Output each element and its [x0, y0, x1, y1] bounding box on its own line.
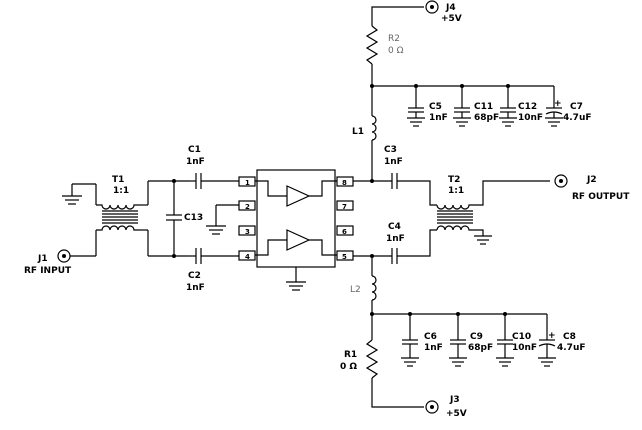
- c2-value: 1nF: [186, 283, 205, 293]
- c3-ref: C3: [384, 145, 397, 155]
- c3-capacitor: C3 1nF: [384, 145, 437, 206]
- c8-polarity: +: [548, 331, 556, 341]
- j4-value: +5V: [441, 14, 462, 24]
- c10-value: 10nF: [512, 343, 537, 353]
- c1-capacitor: C1 1nF: [186, 145, 239, 189]
- ground-ic: [286, 267, 306, 291]
- c13-capacitor: C13: [166, 181, 203, 256]
- r2-ref: R2: [388, 34, 400, 44]
- j4-ref: J4: [445, 3, 456, 13]
- l1-ref: L1: [352, 127, 364, 137]
- ground-t1-primary: [62, 183, 96, 205]
- c11-capacitor: C11 68pF: [453, 86, 499, 127]
- r2-resistor: R2 0 Ω: [365, 6, 424, 86]
- c4-ref: C4: [388, 222, 401, 232]
- c1-ref: C1: [188, 145, 201, 155]
- l2-inductor: L2: [350, 256, 377, 314]
- ic-pin-2: 2: [245, 203, 250, 211]
- c7-ref: C7: [570, 102, 583, 112]
- c7-value: 4.7uF: [563, 113, 592, 123]
- c12-value: 10nF: [518, 113, 543, 123]
- j2-name: RF OUTPUT: [572, 192, 630, 202]
- t2-ratio: 1:1: [448, 186, 464, 196]
- j2-ref: J2: [586, 175, 597, 185]
- c12-ref: C12: [518, 102, 537, 112]
- c3-value: 1nF: [384, 157, 403, 167]
- amplifier-ic: 1 2 3 4 8 7 6 5: [238, 169, 354, 268]
- c6-value: 1nF: [424, 343, 443, 353]
- l1-inductor: L1: [352, 86, 377, 181]
- j1-connector: J1 RF INPUT: [24, 249, 96, 276]
- c10-ref: C10: [512, 332, 531, 342]
- c1-value: 1nF: [186, 157, 205, 167]
- j1-name: RF INPUT: [24, 266, 72, 276]
- ic-pin-3: 3: [245, 228, 250, 236]
- c13-ref: C13: [184, 213, 203, 223]
- t2-ref: T2: [448, 175, 460, 185]
- c7-polarity: +: [554, 99, 562, 109]
- ic-pin-1: 1: [245, 179, 250, 187]
- ic-pin-7: 7: [342, 203, 347, 211]
- c7-capacitor: + C7 4.7uF: [545, 86, 592, 127]
- c5-value: 1nF: [429, 113, 448, 123]
- c8-capacitor: + C8 4.7uF: [538, 314, 586, 367]
- l2-ref: L2: [350, 285, 361, 295]
- j2-connector: J2 RF OUTPUT: [554, 174, 630, 202]
- c2-ref: C2: [188, 271, 201, 281]
- ic-pin-6: 6: [342, 228, 347, 236]
- j3-ref: J3: [449, 395, 460, 405]
- j3-connector: J3 +5V: [425, 395, 467, 419]
- r2-value: 0 Ω: [388, 46, 404, 56]
- c6-ref: C6: [424, 332, 437, 342]
- t1-transformer: T1 1:1: [95, 175, 149, 256]
- ground-ic-pin2: [206, 204, 239, 235]
- c9-ref: C9: [470, 332, 483, 342]
- c8-value: 4.7uF: [557, 343, 586, 353]
- c12-capacitor: C12 10nF: [499, 86, 543, 127]
- t2-transformer: T2 1:1: [436, 175, 550, 245]
- t1-ref: T1: [112, 175, 124, 185]
- c10-capacitor: C10 10nF: [496, 314, 537, 367]
- c5-capacitor: C5 1nF: [407, 86, 448, 127]
- c9-value: 68pF: [468, 343, 493, 353]
- t1-ratio: 1:1: [113, 186, 129, 196]
- j1-ref: J1: [37, 254, 48, 264]
- r1-resistor: R1 0 Ω: [340, 314, 424, 408]
- ic-pin-5: 5: [342, 253, 347, 261]
- c11-value: 68pF: [474, 113, 499, 123]
- c5-ref: C5: [429, 102, 442, 112]
- c4-value: 1nF: [386, 234, 405, 244]
- c8-ref: C8: [563, 332, 576, 342]
- r1-ref: R1: [344, 350, 357, 360]
- c9-capacitor: C9 68pF: [449, 314, 493, 367]
- c6-capacitor: C6 1nF: [401, 314, 443, 367]
- ic-pin-4: 4: [245, 253, 250, 261]
- j3-value: +5V: [446, 409, 467, 419]
- r1-value: 0 Ω: [340, 362, 357, 372]
- c11-ref: C11: [474, 102, 493, 112]
- j4-connector: J4 +5V: [425, 0, 462, 24]
- c4-capacitor: C4 1nF: [386, 222, 437, 264]
- ic-pin-8: 8: [342, 179, 347, 187]
- c2-capacitor: C2 1nF: [186, 248, 239, 293]
